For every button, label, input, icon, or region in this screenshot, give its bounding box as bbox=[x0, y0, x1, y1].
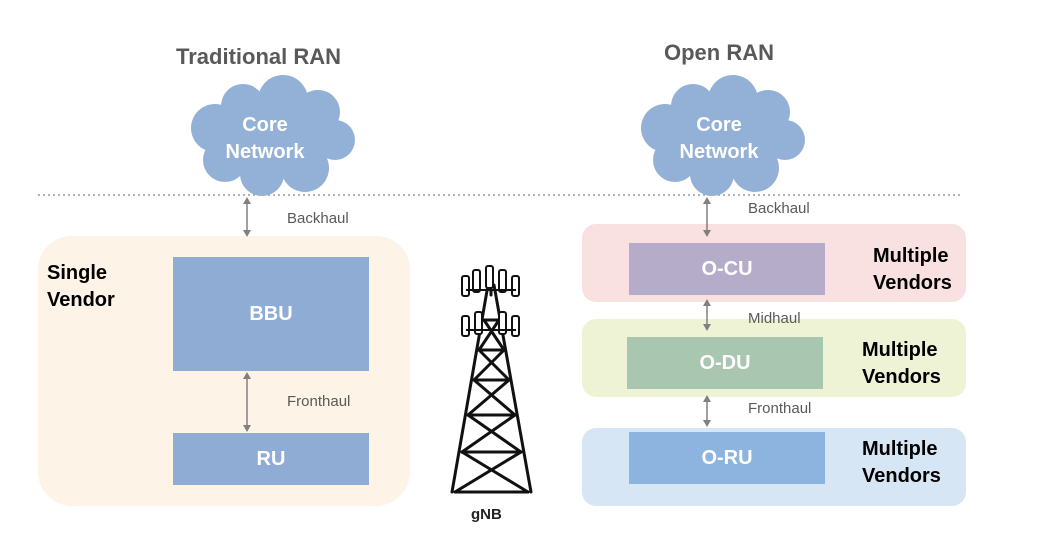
single-vendor-label: Single Vendor bbox=[47, 262, 115, 311]
core-network-label-left: Core Network bbox=[225, 114, 305, 163]
fronthaul-label-right: Fronthaul bbox=[748, 400, 812, 417]
multiple-vendors-cu-label: Multiple Vendors bbox=[873, 245, 952, 294]
open-ran-title: Open RAN bbox=[664, 40, 774, 65]
traditional-ran-title: Traditional RAN bbox=[176, 44, 342, 69]
midhaul-label: Midhaul bbox=[748, 310, 801, 327]
ru-box: RU bbox=[173, 433, 369, 485]
core-network-label-right: Core Network bbox=[679, 114, 759, 163]
bbu-box: BBU bbox=[173, 257, 369, 371]
o-ru-box: O-RU bbox=[629, 432, 825, 484]
o-cu-box: O-CU bbox=[629, 243, 825, 295]
gnb-label: gNB bbox=[471, 506, 502, 523]
backhaul-label-left: Backhaul bbox=[287, 210, 349, 227]
multiple-vendors-ru-label: Multiple Vendors bbox=[862, 438, 941, 487]
backhaul-label-right: Backhaul bbox=[748, 200, 810, 217]
multiple-vendors-du-label: Multiple Vendors bbox=[862, 339, 941, 388]
fronthaul-label-left: Fronthaul bbox=[287, 393, 351, 410]
o-du-box: O-DU bbox=[627, 337, 823, 389]
